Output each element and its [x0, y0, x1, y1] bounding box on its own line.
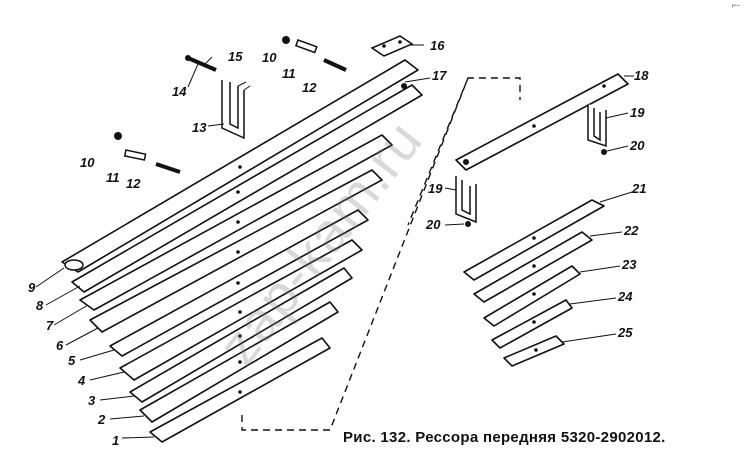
- label-5: 5: [68, 353, 76, 368]
- label-2: 2: [97, 412, 106, 427]
- label-10-top: 10: [262, 50, 277, 65]
- fasteners-top: [282, 36, 347, 72]
- leaf-9: [61, 59, 419, 273]
- label-15: 15: [228, 49, 243, 64]
- leaf-21: [463, 199, 605, 281]
- label-12-left: 12: [126, 176, 141, 191]
- label-23: 23: [621, 257, 637, 272]
- label-13: 13: [192, 120, 207, 135]
- label-18: 18: [634, 68, 649, 83]
- label-11-left: 11: [106, 170, 120, 185]
- bolt-17: [401, 83, 407, 89]
- leaf-5: [109, 209, 369, 357]
- label-11-top: 11: [282, 66, 296, 81]
- clamp-19-upper: [587, 104, 607, 155]
- leader-lines: [35, 44, 634, 439]
- leaf-7: [79, 134, 393, 311]
- label-8: 8: [36, 298, 44, 313]
- label-10-left: 10: [80, 155, 95, 170]
- leaf-group-dashed-outline: [241, 77, 521, 431]
- leaf-25: [503, 335, 565, 367]
- label-4: 4: [77, 373, 86, 388]
- leaf-2: [139, 301, 339, 423]
- label-20-upper: 20: [629, 138, 645, 153]
- label-19-upper: 19: [630, 105, 645, 120]
- label-24: 24: [617, 289, 633, 304]
- label-7: 7: [46, 318, 54, 333]
- label-17: 17: [432, 68, 447, 83]
- clamp-13: [221, 80, 251, 140]
- label-6: 6: [56, 338, 64, 353]
- label-22: 22: [623, 223, 639, 238]
- label-16: 16: [430, 38, 445, 53]
- label-20-lower: 20: [425, 217, 441, 232]
- fasteners-left: [114, 132, 181, 174]
- label-21: 21: [631, 181, 646, 196]
- label-12-top: 12: [302, 80, 317, 95]
- leaf-22: [473, 231, 593, 303]
- figure-caption: Рис. 132. Рессора передняя 5320-2902012.: [343, 429, 666, 446]
- label-14: 14: [172, 84, 187, 99]
- plate-16: [370, 35, 414, 57]
- corner-mark: ⌐-: [731, 0, 740, 10]
- label-9: 9: [28, 280, 36, 295]
- leaf-18: [455, 73, 629, 171]
- label-3: 3: [88, 393, 96, 408]
- label-19-lower: 19: [428, 181, 443, 196]
- leaf-3: [129, 267, 353, 403]
- leaf-24: [491, 299, 573, 349]
- leaf-8: [71, 84, 423, 293]
- leaf-23: [483, 265, 581, 327]
- bolt-14-15: [185, 55, 217, 72]
- label-1: 1: [112, 433, 119, 448]
- part-numbers: 1 2 3 4 5 6 7 8 9 10 11 12 10 11 12 13 1…: [28, 38, 649, 448]
- leaf-4: [119, 239, 363, 381]
- leaf-1: [149, 337, 331, 443]
- clamp-19-lower: [455, 176, 477, 227]
- label-25: 25: [617, 325, 633, 340]
